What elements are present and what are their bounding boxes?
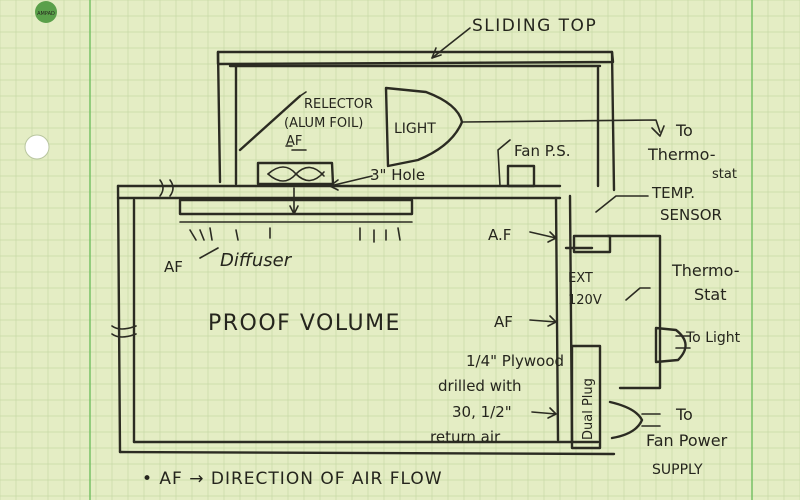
af-top-label: AF	[286, 134, 302, 149]
proof-volume-label: PROOF VOLUME	[208, 311, 401, 336]
break-mark-top	[159, 179, 174, 197]
temp-label: TEMP.	[651, 184, 695, 202]
diffuser-label: Diffuser	[220, 250, 293, 271]
hole-label: 3" Hole	[370, 166, 425, 184]
sliding-top-label: SLIDING TOP	[472, 16, 597, 36]
labels: SLIDING TOP RELECTOR (ALUM FOIL) AF LIGH…	[142, 16, 741, 489]
af-label-right-mid: AF	[494, 313, 513, 331]
hole-arrow	[329, 175, 373, 187]
plywood-label-2: drilled with	[438, 377, 522, 395]
reflector	[238, 94, 302, 152]
to-thermostat-label-3: stat	[712, 167, 737, 182]
thermostat-plug	[654, 326, 687, 364]
temp-sensor-arrow	[595, 195, 649, 213]
sliding-top-arrow	[431, 27, 471, 59]
light-label: LIGHT	[394, 121, 436, 137]
fan-power-plug	[641, 413, 661, 427]
plywood-label-1: 1/4" Plywood	[466, 352, 564, 370]
fan-ps-label: Fan P.S.	[514, 142, 570, 160]
thermostat-arrow	[625, 287, 651, 301]
dual-plug-label: Dual Plug	[581, 378, 596, 440]
to-fan-label-1: To	[675, 405, 693, 424]
sensor-label: SENSOR	[660, 206, 722, 224]
diffuser	[178, 198, 414, 243]
ampad-logo: AMPAD	[35, 1, 57, 23]
svg-text:AMPAD: AMPAD	[37, 11, 55, 17]
binder-hole	[24, 134, 50, 160]
to-fan-label-3: SUPPLY	[652, 462, 703, 478]
af-arrow-right-top	[529, 231, 557, 243]
right-chamber	[564, 234, 662, 450]
light-wire	[461, 119, 661, 133]
to-thermostat-label-1: To	[675, 121, 693, 140]
af-label-left: AF	[164, 258, 183, 276]
thermostat-label-2: Stat	[694, 285, 727, 304]
af-arrow-right-mid	[529, 315, 557, 327]
plywood-label-3: 30, 1/2"	[452, 403, 512, 421]
volts-label: 120V	[568, 293, 602, 308]
break-mark-left	[111, 325, 137, 338]
af-label-right-top: A.F	[488, 226, 511, 244]
alum-foil-label: (ALUM FOIL)	[284, 116, 363, 131]
ext-label: EXT	[568, 271, 593, 286]
legend-label: • AF → DIRECTION OF AIR FLOW	[142, 469, 443, 489]
diffuser-arrow	[199, 247, 219, 259]
proof-volume-box	[116, 184, 616, 456]
to-thermostat-label-2: Thermo-	[647, 145, 716, 164]
af-arrow-right-bottom	[531, 407, 557, 419]
reflector-label: RELECTOR	[304, 97, 373, 112]
thermostat-label-1: Thermo-	[671, 261, 740, 280]
fan-assembly	[256, 145, 335, 215]
plywood-label-4: return air	[430, 428, 501, 446]
to-light-label: To Light	[685, 330, 741, 346]
to-fan-label-2: Fan Power	[646, 431, 728, 450]
